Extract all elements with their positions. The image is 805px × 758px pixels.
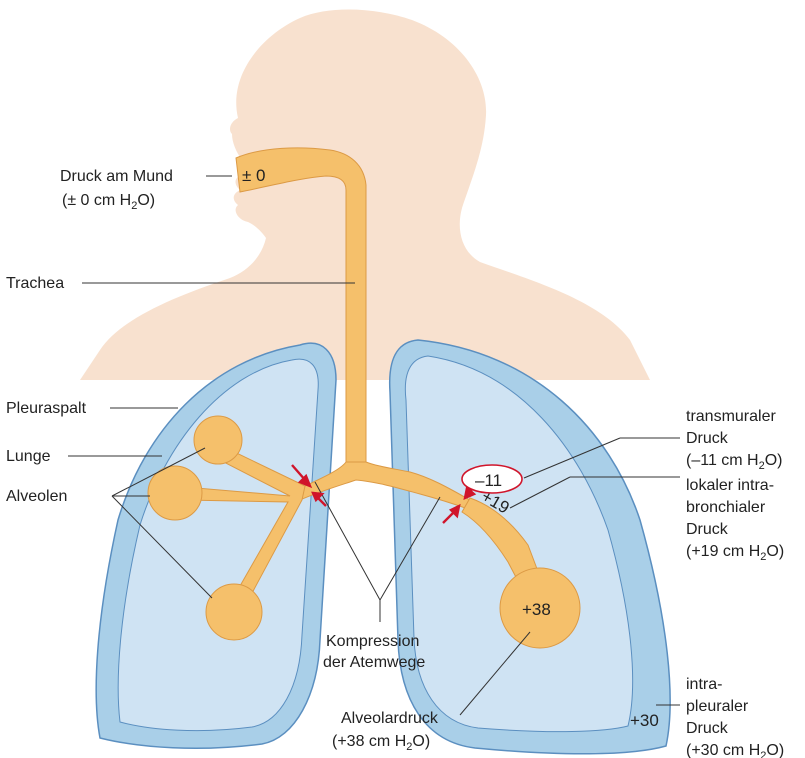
- label-bronchial-1: lokaler intra-: [686, 477, 774, 494]
- label-pleural-2: pleuraler: [686, 698, 749, 715]
- value-pleural: +30: [630, 711, 659, 730]
- value-mouth: ± 0: [242, 166, 266, 185]
- label-kompression-1: Kompression: [326, 633, 419, 650]
- label-transmural-2: Druck: [686, 430, 729, 447]
- label-pleuraspalt: Pleuraspalt: [6, 400, 87, 417]
- label-trachea: Trachea: [6, 275, 64, 292]
- label-bronchial-4: (+19 cm H2O): [686, 543, 784, 563]
- left-lung: [118, 359, 318, 730]
- label-transmural-3: (–11 cm H2O): [686, 452, 783, 472]
- value-alveolar: +38: [522, 600, 551, 619]
- label-lunge: Lunge: [6, 448, 51, 465]
- label-alveolar-2: (+38 cm H2O): [332, 733, 430, 753]
- label-bronchial-2: bronchialer: [686, 499, 766, 516]
- alveolus-lower: [206, 584, 262, 640]
- label-transmural-1: transmuraler: [686, 408, 776, 425]
- alveolus-upper: [194, 416, 242, 464]
- label-alveolar-1: Alveolardruck: [341, 710, 439, 727]
- label-pleural-1: intra-: [686, 676, 722, 693]
- label-mouth: Druck am Mund: [60, 168, 173, 185]
- alveolus-middle: [148, 466, 202, 520]
- label-pleural-3: Druck: [686, 720, 729, 737]
- label-alveolen: Alveolen: [6, 488, 67, 505]
- label-kompression-2: der Atemwege: [323, 654, 425, 671]
- label-bronchial-3: Druck: [686, 521, 729, 538]
- label-mouth-unit: (± 0 cm H2O): [62, 192, 155, 212]
- label-pleural-4: (+30 cm H2O): [686, 742, 784, 758]
